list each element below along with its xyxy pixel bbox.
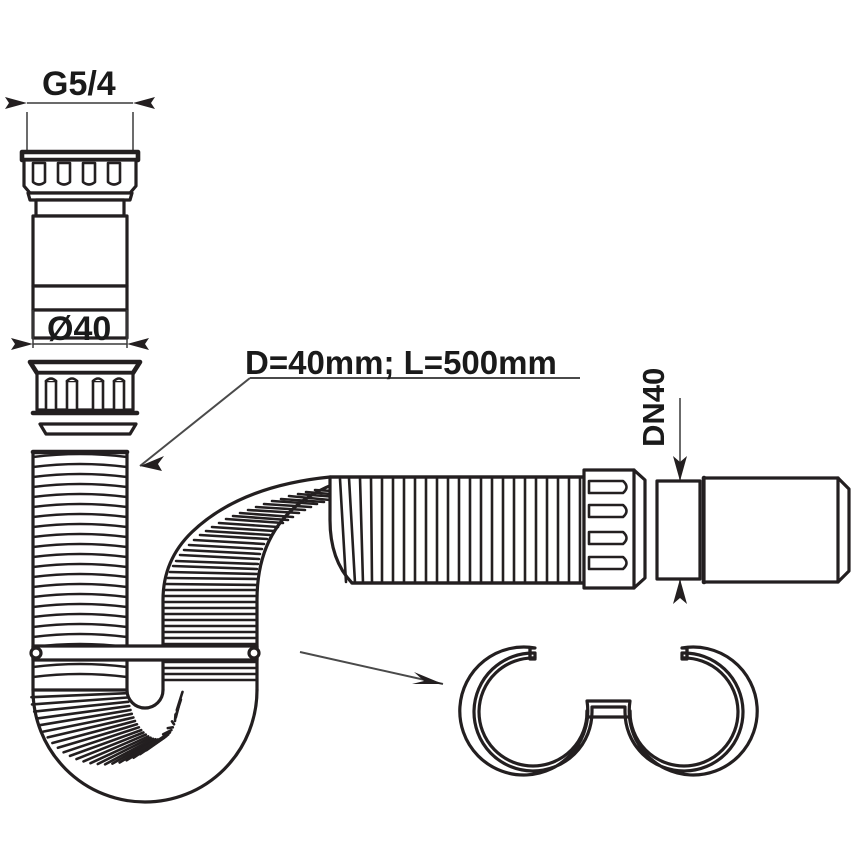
nut-rib [56,161,72,186]
nut-rib [81,161,97,186]
loose-nut-rib-top [44,377,58,383]
compression-nut-top [19,149,141,202]
clip-bridge [585,709,632,719]
clip-bar-right-eye [247,646,261,660]
loose-nut-rib [44,379,58,412]
diameter-dimension-group [11,310,149,350]
loose-nut-rib [112,379,126,412]
u-bend-inner [125,688,165,710]
loose-nut-rib-top [91,377,105,383]
coupling-rib [587,530,628,546]
dim-arrow-left [11,338,33,350]
outlet-pipe [655,475,851,585]
clip-leader-group [299,651,444,685]
elbow-outer-boundary [161,475,332,692]
hose-horizontal-ribs [338,476,582,585]
tailpiece-shaft [31,214,129,288]
coupling-rib [587,503,628,519]
coupling-rib [587,555,628,571]
diameter-label: Ø40 [47,310,111,348]
thread-dimension-group [5,97,155,152]
loose-nut-top [27,359,143,376]
loose-nut-rib-top [112,377,126,383]
nut-top-cap [19,149,141,163]
corrugated-hose-vertical [30,449,130,692]
loose-nut-body [35,371,135,412]
clip-bracket-outline [458,645,759,777]
outlet-pipe-body [702,476,851,584]
elbow-rings-secondary [161,490,345,676]
clip-right-tab [680,646,689,661]
compression-nut-loose [27,359,143,436]
dim-arrow-right [133,97,155,109]
dim-arrow-right [127,338,149,350]
u-bend-fan-secondary [30,696,183,766]
clip-bar-left-eye [29,646,43,660]
loose-nut-rib [91,379,105,412]
dn40-arrow-top [673,456,687,481]
washer [38,422,138,436]
clip-left-jaw-inner [477,656,589,768]
clip-bar [31,644,259,662]
u-bend [30,688,259,804]
tailpiece-body [31,198,129,340]
dim-arrow-left [5,97,27,109]
clip-right-jaw-inner [628,656,740,768]
double-clip-bracket [458,645,759,777]
leader-arrowhead [140,456,164,471]
dn40-arrow-bottom [673,579,687,604]
thread-size-label: G5/4 [42,65,116,103]
loose-nut-rib [65,379,79,412]
tailpiece-collar [34,198,126,218]
loose-nut-rib-top [65,377,79,383]
outlet-pipe-socket [655,479,702,581]
tailpiece-band [31,284,129,312]
hose-spec-leader-group [139,377,580,471]
coupling-nut-outlet [582,468,647,590]
nut-lip [26,191,134,202]
corrugated-hose-horizontal [328,475,586,585]
hose-spec-label: D=40mm; L=500mm [245,344,557,381]
leader-diagonal [139,377,251,467]
u-bend-outer [31,688,259,804]
coupling-rib [587,479,628,495]
clip-left-tab [528,646,537,661]
nut-rib [106,161,122,186]
clip-leader-arrowhead [412,672,443,684]
clip-bar-installed [29,644,261,662]
outlet-size-label: DN40 [636,368,671,447]
clip-leader-line [299,651,444,685]
nut-rib [31,161,47,186]
